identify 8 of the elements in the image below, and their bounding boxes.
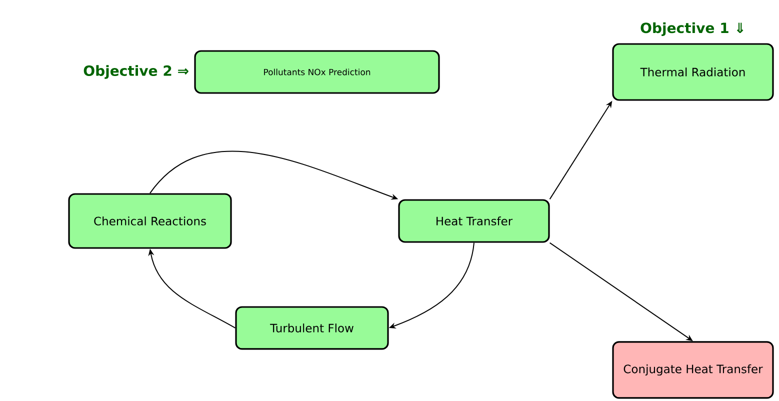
process-box: Heat Transfer (398, 199, 550, 243)
process-box: Chemical Reactions (68, 193, 232, 249)
objective-label: Objective 2 ⇒ (84, 65, 188, 79)
process-box: Conjugate Heat Transfer (612, 341, 774, 399)
objective-label: Objective 1 ⇓ (640, 22, 744, 36)
process-box: Thermal Radiation (612, 43, 774, 101)
process-box: Turbulent Flow (235, 306, 389, 350)
process-box: Pollutants NOx Prediction (194, 50, 440, 94)
